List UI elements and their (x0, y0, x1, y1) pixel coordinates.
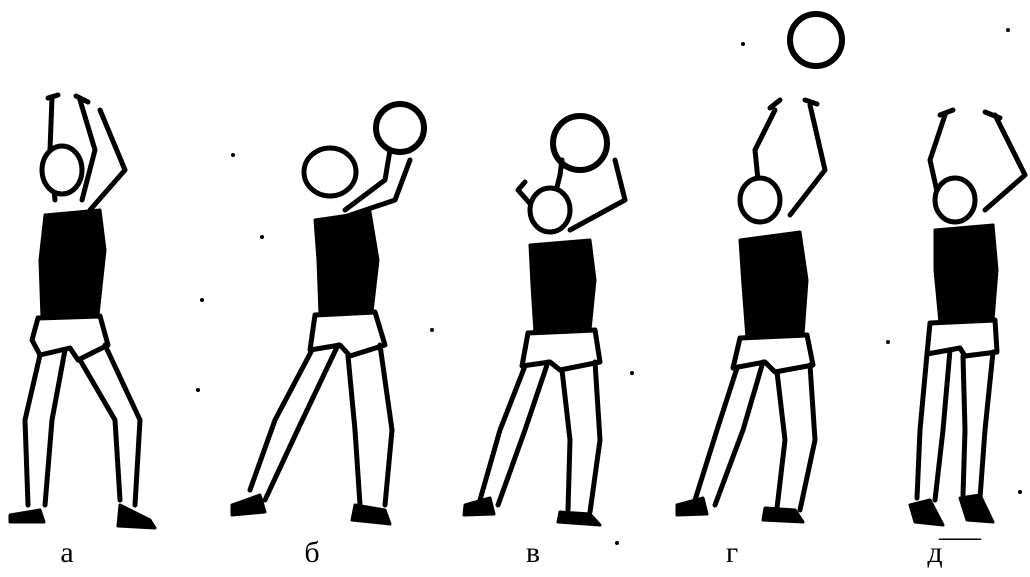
figure-label-d: д (927, 536, 943, 569)
ball (373, 101, 427, 155)
figure-v (462, 113, 628, 527)
figure-d (908, 107, 1028, 540)
ball (550, 113, 610, 173)
figure-label-b: б (304, 536, 320, 569)
figure-b (230, 101, 427, 526)
figure-g (675, 11, 845, 524)
figure-label-v: в (525, 536, 541, 569)
figure-label-g: г (725, 536, 739, 569)
figure-a (8, 92, 157, 530)
ball (787, 11, 845, 69)
figure-label-a: а (60, 536, 74, 569)
